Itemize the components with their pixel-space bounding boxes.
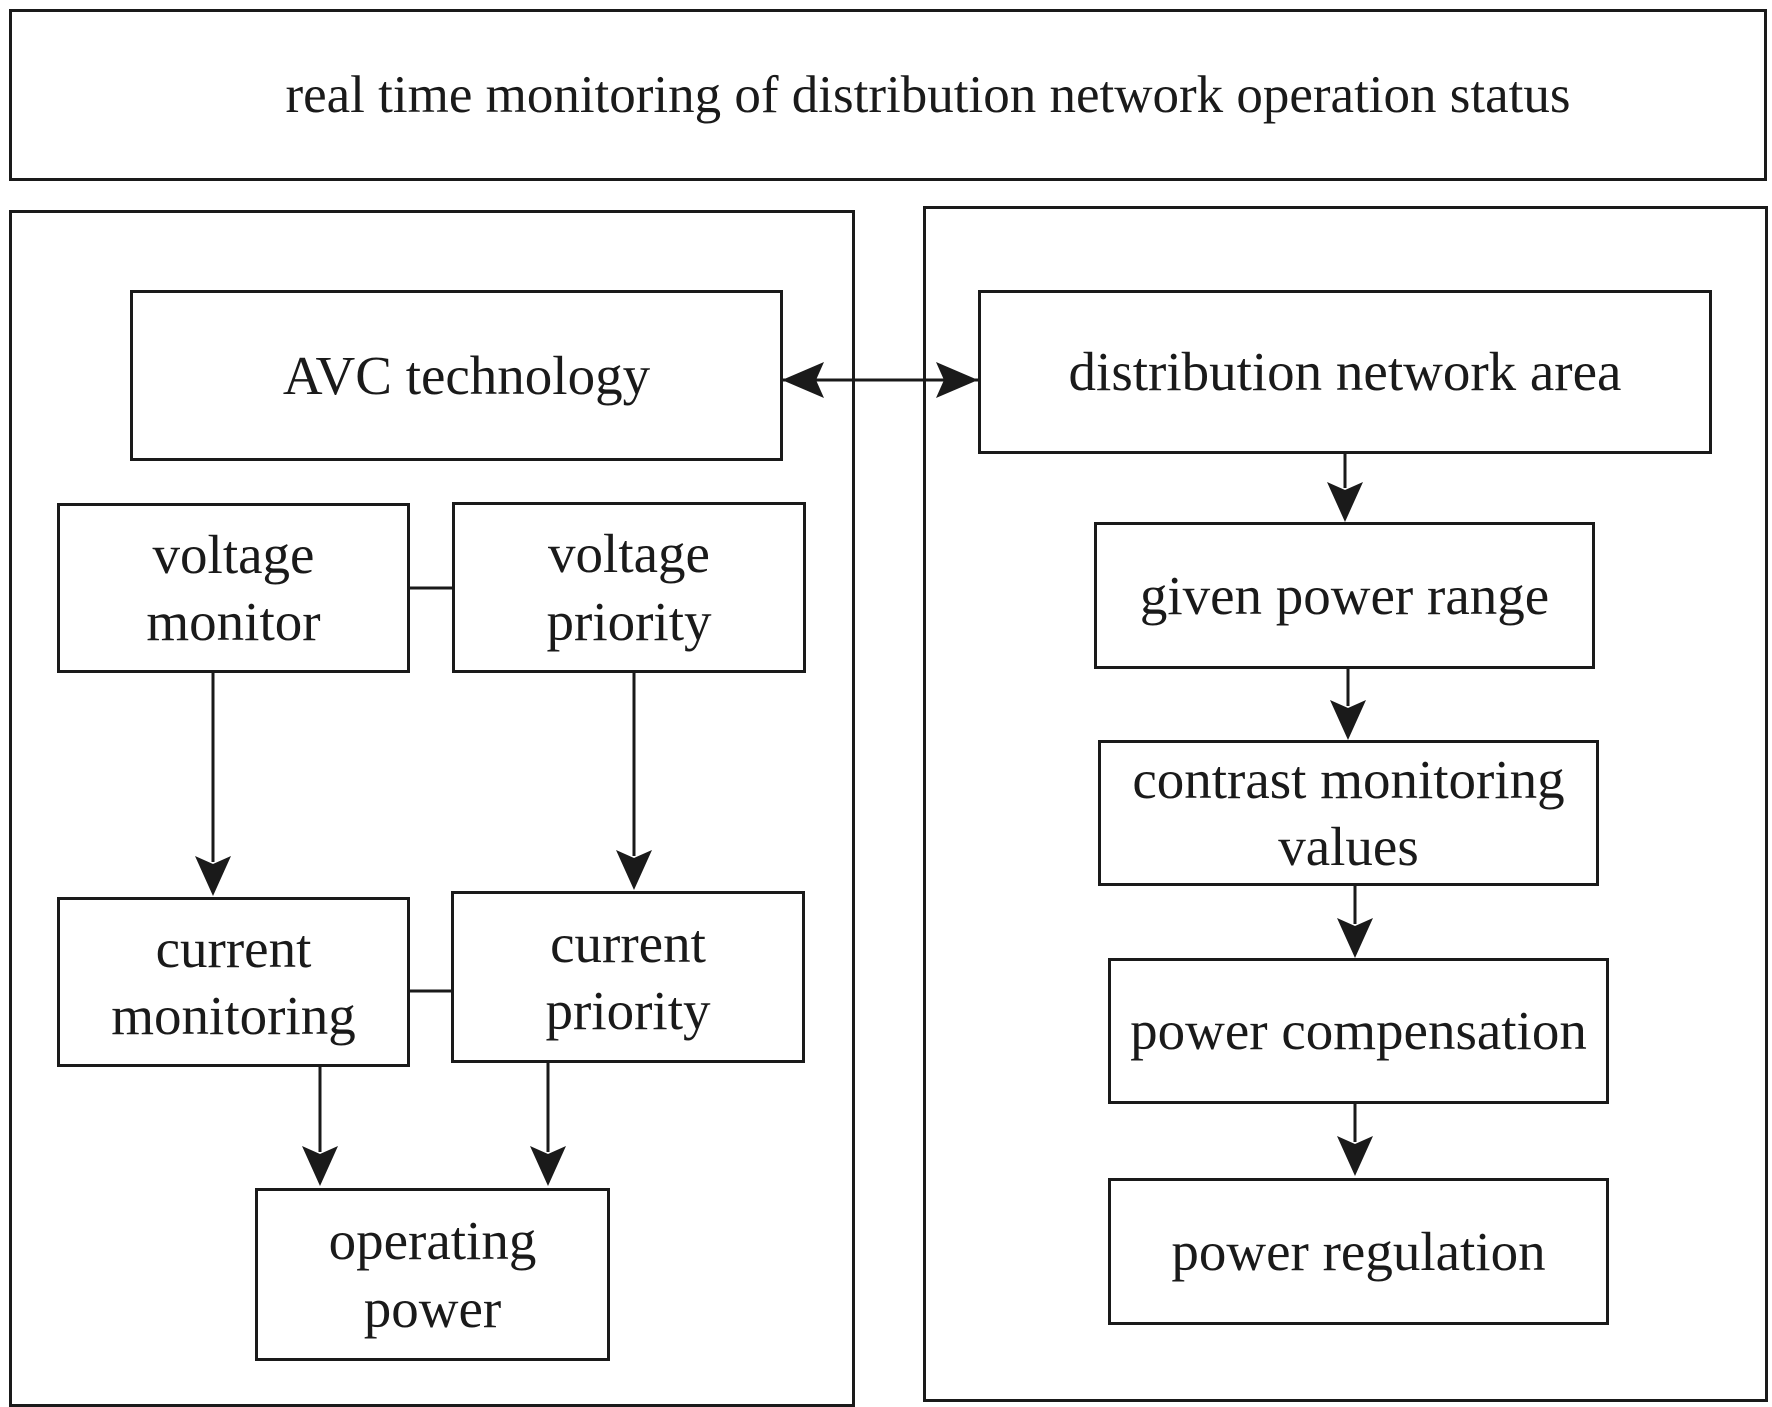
distribution-network-area-label: distribution network area	[1068, 341, 1622, 403]
voltage-monitor-label: voltage monitor	[146, 523, 321, 652]
operating-power-box: operating power	[255, 1188, 610, 1361]
voltage-monitor-box: voltage monitor	[57, 503, 410, 673]
arrow-current-monitoring-to-operating-power	[302, 1065, 338, 1186]
current-monitoring-label: current monitoring	[111, 917, 356, 1046]
current-monitoring-box: current monitoring	[57, 897, 410, 1067]
power-regulation-label: power regulation	[1171, 1220, 1546, 1282]
voltage-priority-label: voltage priority	[546, 523, 712, 652]
arrow-power-compensation-to-power-regulation	[1337, 1102, 1373, 1176]
arrow-contrast-values-to-power-compensation	[1337, 884, 1373, 958]
arrow-distribution-to-given-power-range	[1327, 452, 1363, 522]
given-power-range-label: given power range	[1139, 564, 1550, 626]
power-compensation-box: power compensation	[1108, 958, 1609, 1104]
current-priority-box: current priority	[451, 891, 805, 1063]
distribution-network-area-box: distribution network area	[978, 290, 1712, 454]
contrast-monitoring-values-label: contrast monitoring values	[1132, 748, 1565, 877]
given-power-range-box: given power range	[1094, 522, 1595, 669]
title-box: real time monitoring of distribution net…	[9, 9, 1767, 181]
current-priority-label: current priority	[545, 912, 711, 1041]
power-regulation-box: power regulation	[1108, 1178, 1609, 1325]
bidirectional-arrow-avc-distribution	[782, 362, 978, 398]
power-compensation-label: power compensation	[1130, 1000, 1587, 1062]
arrow-voltage-priority-to-current-priority	[616, 672, 652, 890]
right-panel	[923, 206, 1768, 1402]
title-text: real time monitoring of distribution net…	[285, 65, 1571, 124]
contrast-monitoring-values-box: contrast monitoring values	[1098, 740, 1599, 886]
operating-power-label: operating power	[328, 1210, 537, 1339]
arrow-given-range-to-contrast-values	[1330, 667, 1366, 740]
avc-technology-label: AVC technology	[282, 344, 651, 406]
arrow-voltage-monitor-to-current-monitoring	[195, 672, 231, 896]
arrow-current-priority-to-operating-power	[530, 1061, 566, 1186]
avc-technology-box: AVC technology	[130, 290, 783, 461]
voltage-priority-box: voltage priority	[452, 502, 806, 673]
